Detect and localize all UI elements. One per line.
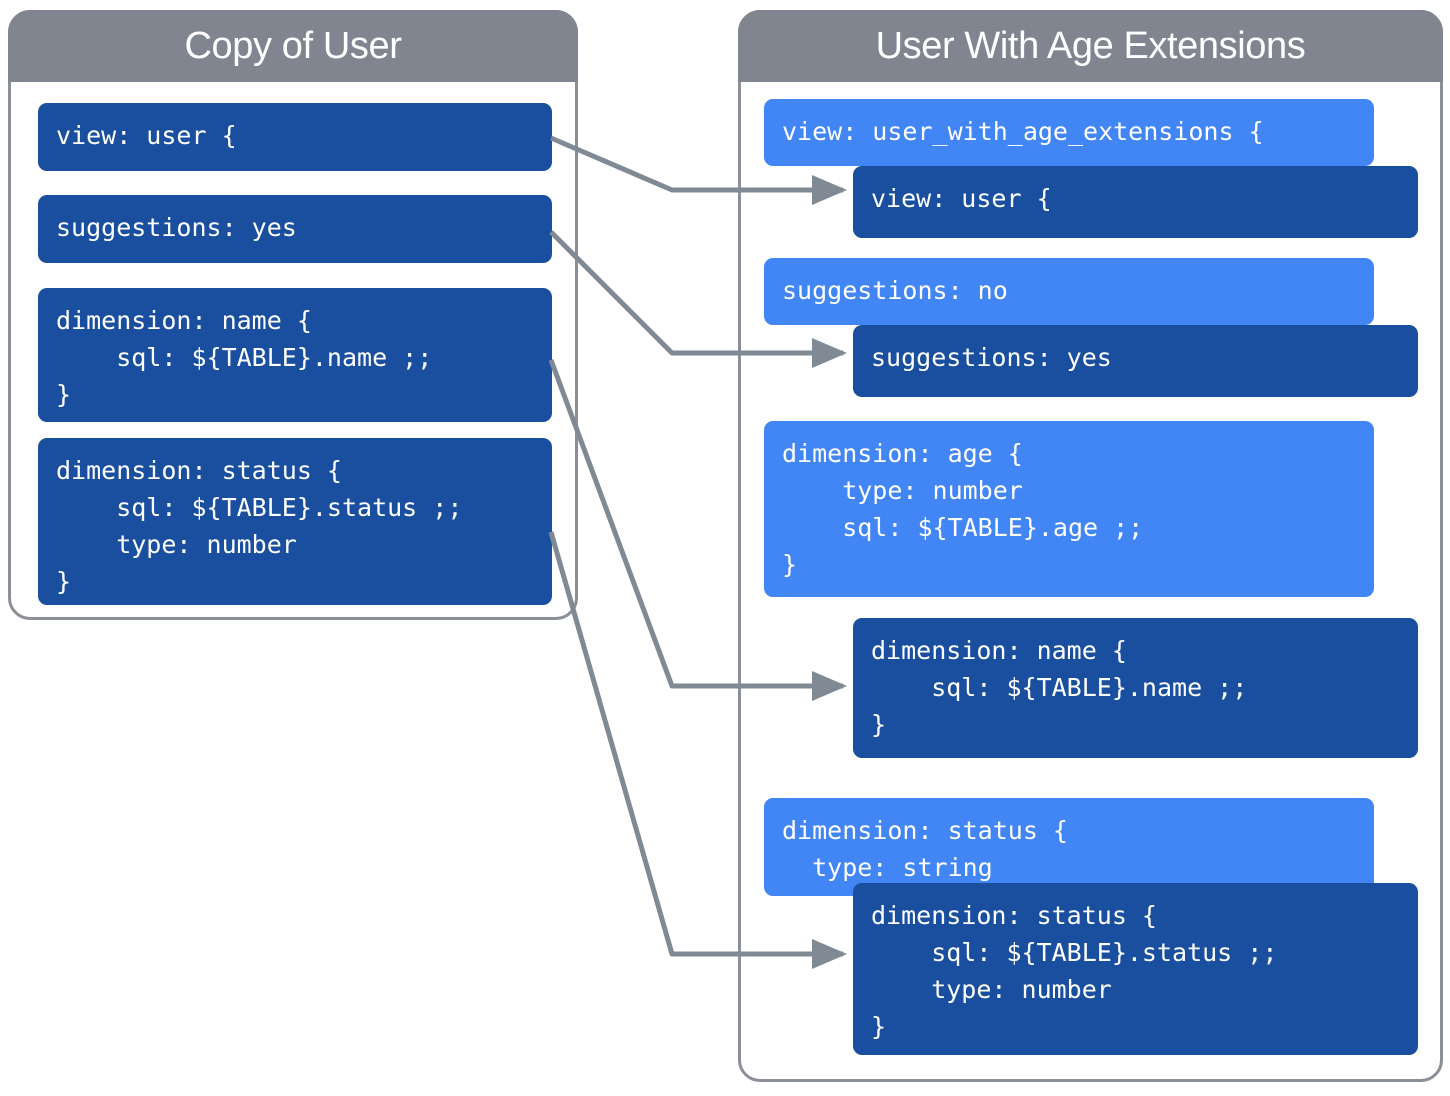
code-block-left-dimension-name: dimension: name { sql: ${TABLE}.name ;; … bbox=[38, 288, 552, 422]
code-block-right-dimension-status-number: dimension: status { sql: ${TABLE}.status… bbox=[853, 883, 1418, 1055]
code-block-right-dimension-age: dimension: age { type: number sql: ${TAB… bbox=[764, 421, 1374, 597]
code-block-right-dimension-name: dimension: name { sql: ${TABLE}.name ;; … bbox=[853, 618, 1418, 758]
code-block-right-dimension-status-string: dimension: status { type: string bbox=[764, 798, 1374, 896]
panel-copy-of-user: Copy of User view: user { suggestions: y… bbox=[8, 10, 578, 620]
panel-left-header: Copy of User bbox=[8, 10, 578, 82]
panel-right-title: User With Age Extensions bbox=[875, 24, 1306, 67]
code-block-left-view: view: user { bbox=[38, 103, 552, 171]
code-block-right-view-user: view: user { bbox=[853, 166, 1418, 238]
panel-right-header: User With Age Extensions bbox=[738, 10, 1443, 82]
code-block-left-suggestions: suggestions: yes bbox=[38, 195, 552, 263]
code-block-right-suggestions-yes: suggestions: yes bbox=[853, 325, 1418, 397]
code-block-right-view-extension: view: user_with_age_extensions { bbox=[764, 99, 1374, 166]
panel-left-title: Copy of User bbox=[184, 24, 402, 67]
code-block-right-suggestions-no: suggestions: no bbox=[764, 258, 1374, 325]
panel-user-with-age-extensions: User With Age Extensions view: user_with… bbox=[738, 10, 1443, 1082]
code-block-left-dimension-status: dimension: status { sql: ${TABLE}.status… bbox=[38, 438, 552, 605]
